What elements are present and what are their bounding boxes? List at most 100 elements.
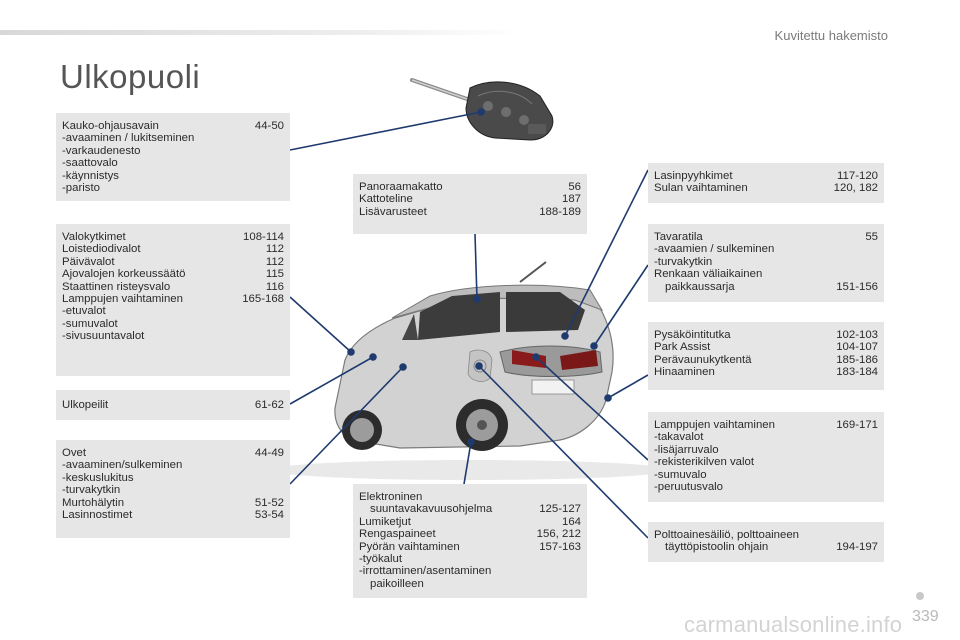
entry-pages: 44-50 xyxy=(254,120,284,132)
entry-label: -sivusuuntavalot xyxy=(62,330,144,342)
leader-lines xyxy=(289,108,649,539)
entry-text: Pysäköintitutka xyxy=(654,329,731,341)
entry-label: suuntavakavuusohjelma xyxy=(359,503,492,515)
entry-label: täyttöpistoolin ohjain xyxy=(654,541,768,553)
entry-label: -työkalut xyxy=(359,553,402,565)
entry-pages: 116 xyxy=(265,280,284,293)
entry-label: Kauko-ohjausavain xyxy=(62,120,159,132)
entry-text: Kauko-ohjausavain xyxy=(62,120,159,132)
entry-label: Staattinen risteysvalo xyxy=(62,281,170,293)
entry-label: Sulan vaihtaminen xyxy=(654,182,748,194)
entry-text: sumuvalot xyxy=(65,317,118,330)
entry-text: paristo xyxy=(65,182,100,195)
page-number: 339 xyxy=(912,608,939,625)
index-entry: Kattoteline 187 xyxy=(359,193,581,205)
entry-label: Lumiketjut xyxy=(359,516,411,528)
entry-label: -irrottaminen/asentaminen xyxy=(359,565,491,577)
index-entry: Staattinen risteysvalo 116 xyxy=(62,281,284,293)
entry-label: Perävaunukytkentä xyxy=(654,354,752,366)
entry-pages: 56 xyxy=(568,181,581,193)
entry-label: Kattoteline xyxy=(359,193,413,205)
entry-pages: 61-62 xyxy=(254,399,284,411)
entry-label: Park Assist xyxy=(654,341,710,353)
entry-pages: 44-49 xyxy=(254,447,284,459)
car-body-icon xyxy=(270,261,670,480)
entry-text: Tavaratila xyxy=(654,231,703,243)
entry-pages: 115 xyxy=(265,268,284,281)
index-entry: -avaaminen/sulkeminen xyxy=(62,459,284,471)
entry-label: Lisävarusteet xyxy=(359,206,427,218)
index-entry: -rekisterikilven valot xyxy=(654,456,878,468)
entry-label: Lasinpyyhkimet xyxy=(654,170,733,182)
entry-text: turvakytkin xyxy=(65,484,121,497)
entry-text: peruutusvalo xyxy=(657,481,724,494)
entry-text: irrottaminen/asentaminen xyxy=(362,565,492,578)
section-header: Kuvitettu hakemisto xyxy=(774,28,888,43)
entry-dash: - xyxy=(359,565,363,578)
index-entry: Renkaan väliaikainen xyxy=(654,268,878,280)
index-entry: -paristo xyxy=(62,182,284,194)
entry-pages: 53-54 xyxy=(254,509,284,522)
entry-text: Ajovalojen korkeussäätö xyxy=(62,268,186,281)
entry-dash: - xyxy=(62,169,66,182)
index-entry: Panoraamakatto 56 xyxy=(359,181,581,193)
index-entry: -etuvalot xyxy=(62,305,284,317)
index-entry: Ajovalojen korkeussäätö 115 xyxy=(62,268,284,280)
index-entry: -sivusuuntavalot xyxy=(62,330,284,342)
entry-dash: - xyxy=(654,243,658,256)
entry-pages: 151-156 xyxy=(836,280,878,293)
index-entry: -saattovalo xyxy=(62,157,284,169)
index-entry: Valokytkimet 108-114 xyxy=(62,231,284,243)
index-entry: Loistediodivalot 112 xyxy=(62,243,284,255)
entry-dash: - xyxy=(62,317,66,330)
entry-text: Loistediodivalot xyxy=(62,243,141,256)
entry-pages: 108-114 xyxy=(243,231,284,243)
entry-text: Lisävarusteet xyxy=(359,205,427,218)
entry-text: paikoilleen xyxy=(370,577,424,590)
index-entry: -käynnistys xyxy=(62,170,284,182)
entry-text: rekisterikilven valot xyxy=(657,456,755,469)
page-title: Ulkopuoli xyxy=(60,58,201,95)
entry-text: paikkaussarja xyxy=(665,280,735,293)
entry-label: Renkaan väliaikainen xyxy=(654,268,762,280)
index-entry: -takavalot xyxy=(654,431,878,443)
entry-text: avaaminen/sulkeminen xyxy=(65,459,183,472)
entry-text: Päivävalot xyxy=(62,255,115,268)
entry-pages: 169-171 xyxy=(836,419,878,431)
entry-text: Panoraamakatto xyxy=(359,181,443,193)
entry-text: lisäjarruvalo xyxy=(657,443,719,456)
entry-label: Elektroninen xyxy=(359,491,422,503)
entry-pages: 156, 212 xyxy=(536,528,581,541)
entry-label: Hinaaminen xyxy=(654,366,715,378)
entry-text: Valokytkimet xyxy=(62,231,126,243)
entry-text: Park Assist xyxy=(654,341,711,354)
index-entry: -avaaminen / lukitseminen xyxy=(62,132,284,144)
entry-text: Rengaspaineet xyxy=(359,528,436,541)
entry-text: työkalut xyxy=(362,553,403,566)
entry-dash: - xyxy=(62,157,66,170)
entry-label: -turvakytkin xyxy=(62,484,120,496)
index-entry: -irrottaminen/asentaminen xyxy=(359,565,581,577)
entry-pages: 112 xyxy=(265,243,284,256)
entry-label: -peruutusvalo xyxy=(654,481,723,493)
remote-key-icon xyxy=(410,78,554,141)
entry-label: -paristo xyxy=(62,182,100,194)
page-number-dot xyxy=(916,592,924,600)
entry-label: Tavaratila xyxy=(654,231,703,243)
entry-label: Päivävalot xyxy=(62,256,115,268)
entry-pages: 187 xyxy=(561,193,581,206)
entry-pages: 112 xyxy=(265,255,284,268)
entry-text: takavalot xyxy=(657,431,704,444)
entry-text: avaamien / sulkeminen xyxy=(657,243,775,256)
